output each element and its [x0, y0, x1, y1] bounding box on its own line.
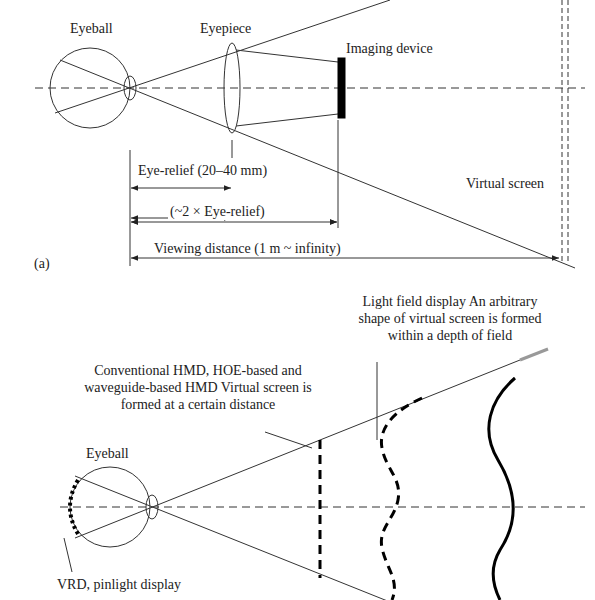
part-label: Eyeball	[86, 445, 129, 462]
part-label: Eyepiece	[200, 20, 251, 37]
dimension-label: Eye-relief (20–40 mm)	[136, 162, 269, 179]
callout-note: Conventional HMD, HOE-based and waveguid…	[82, 362, 314, 413]
dimension-label: (~2 × Eye-relief)	[168, 203, 267, 220]
callout-note: Light field display An arbitrary shape o…	[352, 293, 548, 344]
part-label: Eyeball	[70, 20, 113, 37]
panel-label: (a)	[34, 255, 50, 272]
part-label: Imaging device	[346, 40, 433, 57]
part-label: Virtual screen	[464, 175, 546, 192]
dimension-label: Viewing distance (1 m ~ infinity)	[152, 240, 343, 257]
callout-note: VRD, pinlight display	[57, 576, 181, 593]
